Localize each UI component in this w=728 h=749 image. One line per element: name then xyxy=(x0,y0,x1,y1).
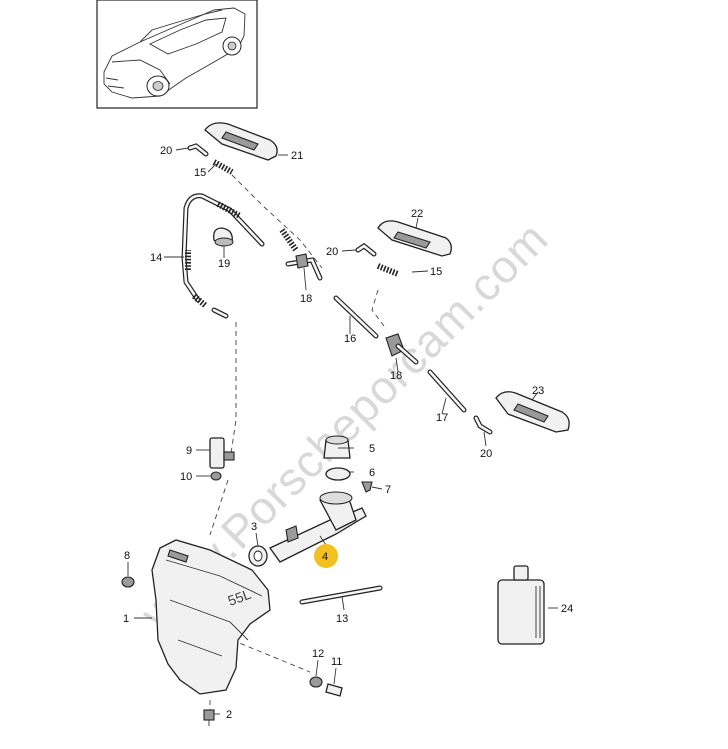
callout-1: 1 xyxy=(123,613,129,625)
callout-4: 4 xyxy=(322,551,328,563)
callout-24: 24 xyxy=(561,603,573,615)
part-20-connector-b xyxy=(355,242,377,257)
callout-22: 22 xyxy=(411,208,423,220)
part-20-connector-c xyxy=(473,415,493,435)
part-8-grommet xyxy=(121,576,135,588)
callout-5: 5 xyxy=(369,443,375,455)
callout-9: 9 xyxy=(186,445,192,457)
part-15-hose-b xyxy=(376,263,400,277)
part-21-washer-nozzle xyxy=(204,122,278,161)
callout-11: 11 xyxy=(331,656,342,668)
part-13-hose xyxy=(299,585,383,605)
part-2-bolt xyxy=(203,709,215,726)
part-17-tube xyxy=(427,369,467,413)
part-16-tube xyxy=(333,295,379,339)
callout-8: 8 xyxy=(124,550,130,562)
callout-16: 16 xyxy=(344,333,356,345)
callout-3: 3 xyxy=(251,521,257,533)
part-10-grommet xyxy=(210,471,222,481)
highlight-marker xyxy=(314,544,338,568)
part-5-filler-cap xyxy=(323,435,351,459)
callout-7: 7 xyxy=(385,484,391,496)
callout-19: 19 xyxy=(218,258,230,270)
part-15-hose-a xyxy=(212,159,234,175)
car-overview-inset xyxy=(96,0,258,109)
callout-13: 13 xyxy=(336,613,348,625)
callout-20: 20 xyxy=(160,145,172,157)
callout-14: 14 xyxy=(150,252,162,264)
part-23-washer-nozzle xyxy=(495,391,570,433)
callout-17: 17 xyxy=(436,412,448,424)
part-18-t-connector-a xyxy=(279,228,323,281)
part-14-hose xyxy=(181,193,265,319)
part-1-washer-reservoir: 55L xyxy=(151,539,271,695)
callout-21: 21 xyxy=(291,150,303,162)
callout-15: 15 xyxy=(430,266,442,278)
callout-18: 18 xyxy=(390,370,402,382)
callout-10: 10 xyxy=(180,471,192,483)
callout-23: 23 xyxy=(532,385,544,397)
part-12-grommet xyxy=(309,676,323,688)
part-18-t-connector-b xyxy=(385,333,419,365)
tank-capacity-mark: 55L xyxy=(226,586,254,609)
callout-6: 6 xyxy=(369,467,375,479)
part-4-filler-neck xyxy=(269,491,367,563)
part-7-clip xyxy=(361,481,373,493)
part-11-level-sensor xyxy=(325,683,343,697)
callout-labels: 20 21 15 14 19 18 16 20 22 15 18 17 23 2… xyxy=(123,145,573,721)
part-22-washer-nozzle xyxy=(377,220,452,257)
callout-15: 15 xyxy=(194,167,206,179)
part-6-seal xyxy=(325,467,351,481)
callout-20: 20 xyxy=(326,246,338,258)
callout-20: 20 xyxy=(480,448,492,460)
part-19-grommet xyxy=(213,227,234,247)
callout-12: 12 xyxy=(312,648,324,660)
callout-leaders xyxy=(127,147,558,715)
part-24-washer-fluid-bottle xyxy=(497,565,545,645)
car-icon xyxy=(103,7,246,99)
callout-18: 18 xyxy=(300,293,312,305)
part-9-washer-pump xyxy=(209,437,235,469)
part-20-connector-a xyxy=(187,143,209,157)
callout-2: 2 xyxy=(226,709,232,721)
part-3-seal-ring xyxy=(248,545,268,567)
